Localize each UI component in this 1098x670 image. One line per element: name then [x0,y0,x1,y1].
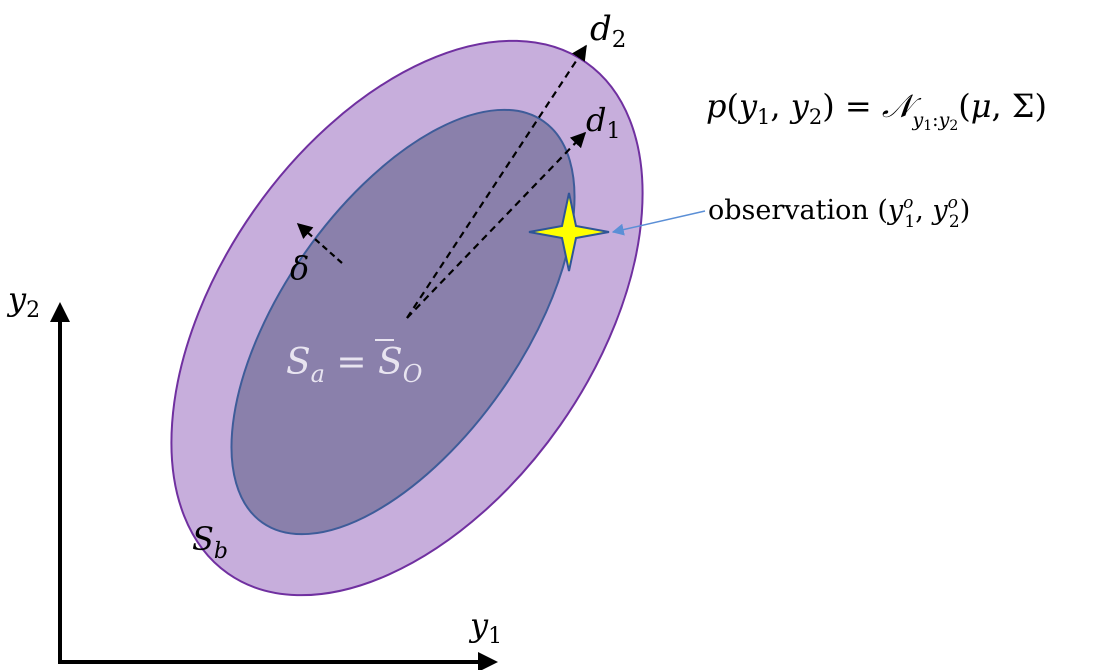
y1-axis-label: y1 [468,606,502,649]
delta-label: δ [290,249,309,287]
distribution-formula: p(y1, y2) = 𝒩y1:y2(μ, Σ) [706,87,1047,134]
d1-label: d1 [586,101,620,144]
observation-pointer [611,210,706,236]
d2-label: d2 [590,9,626,53]
region-b-label: Sb [192,520,228,564]
d2-direction-arrow [406,44,587,319]
inner-region-sa [230,108,576,536]
observation-star [528,192,610,272]
region-a-label: Sa = SO [286,342,423,388]
d1-direction-arrow [406,131,587,319]
y2-axis-label: y2 [6,280,40,323]
